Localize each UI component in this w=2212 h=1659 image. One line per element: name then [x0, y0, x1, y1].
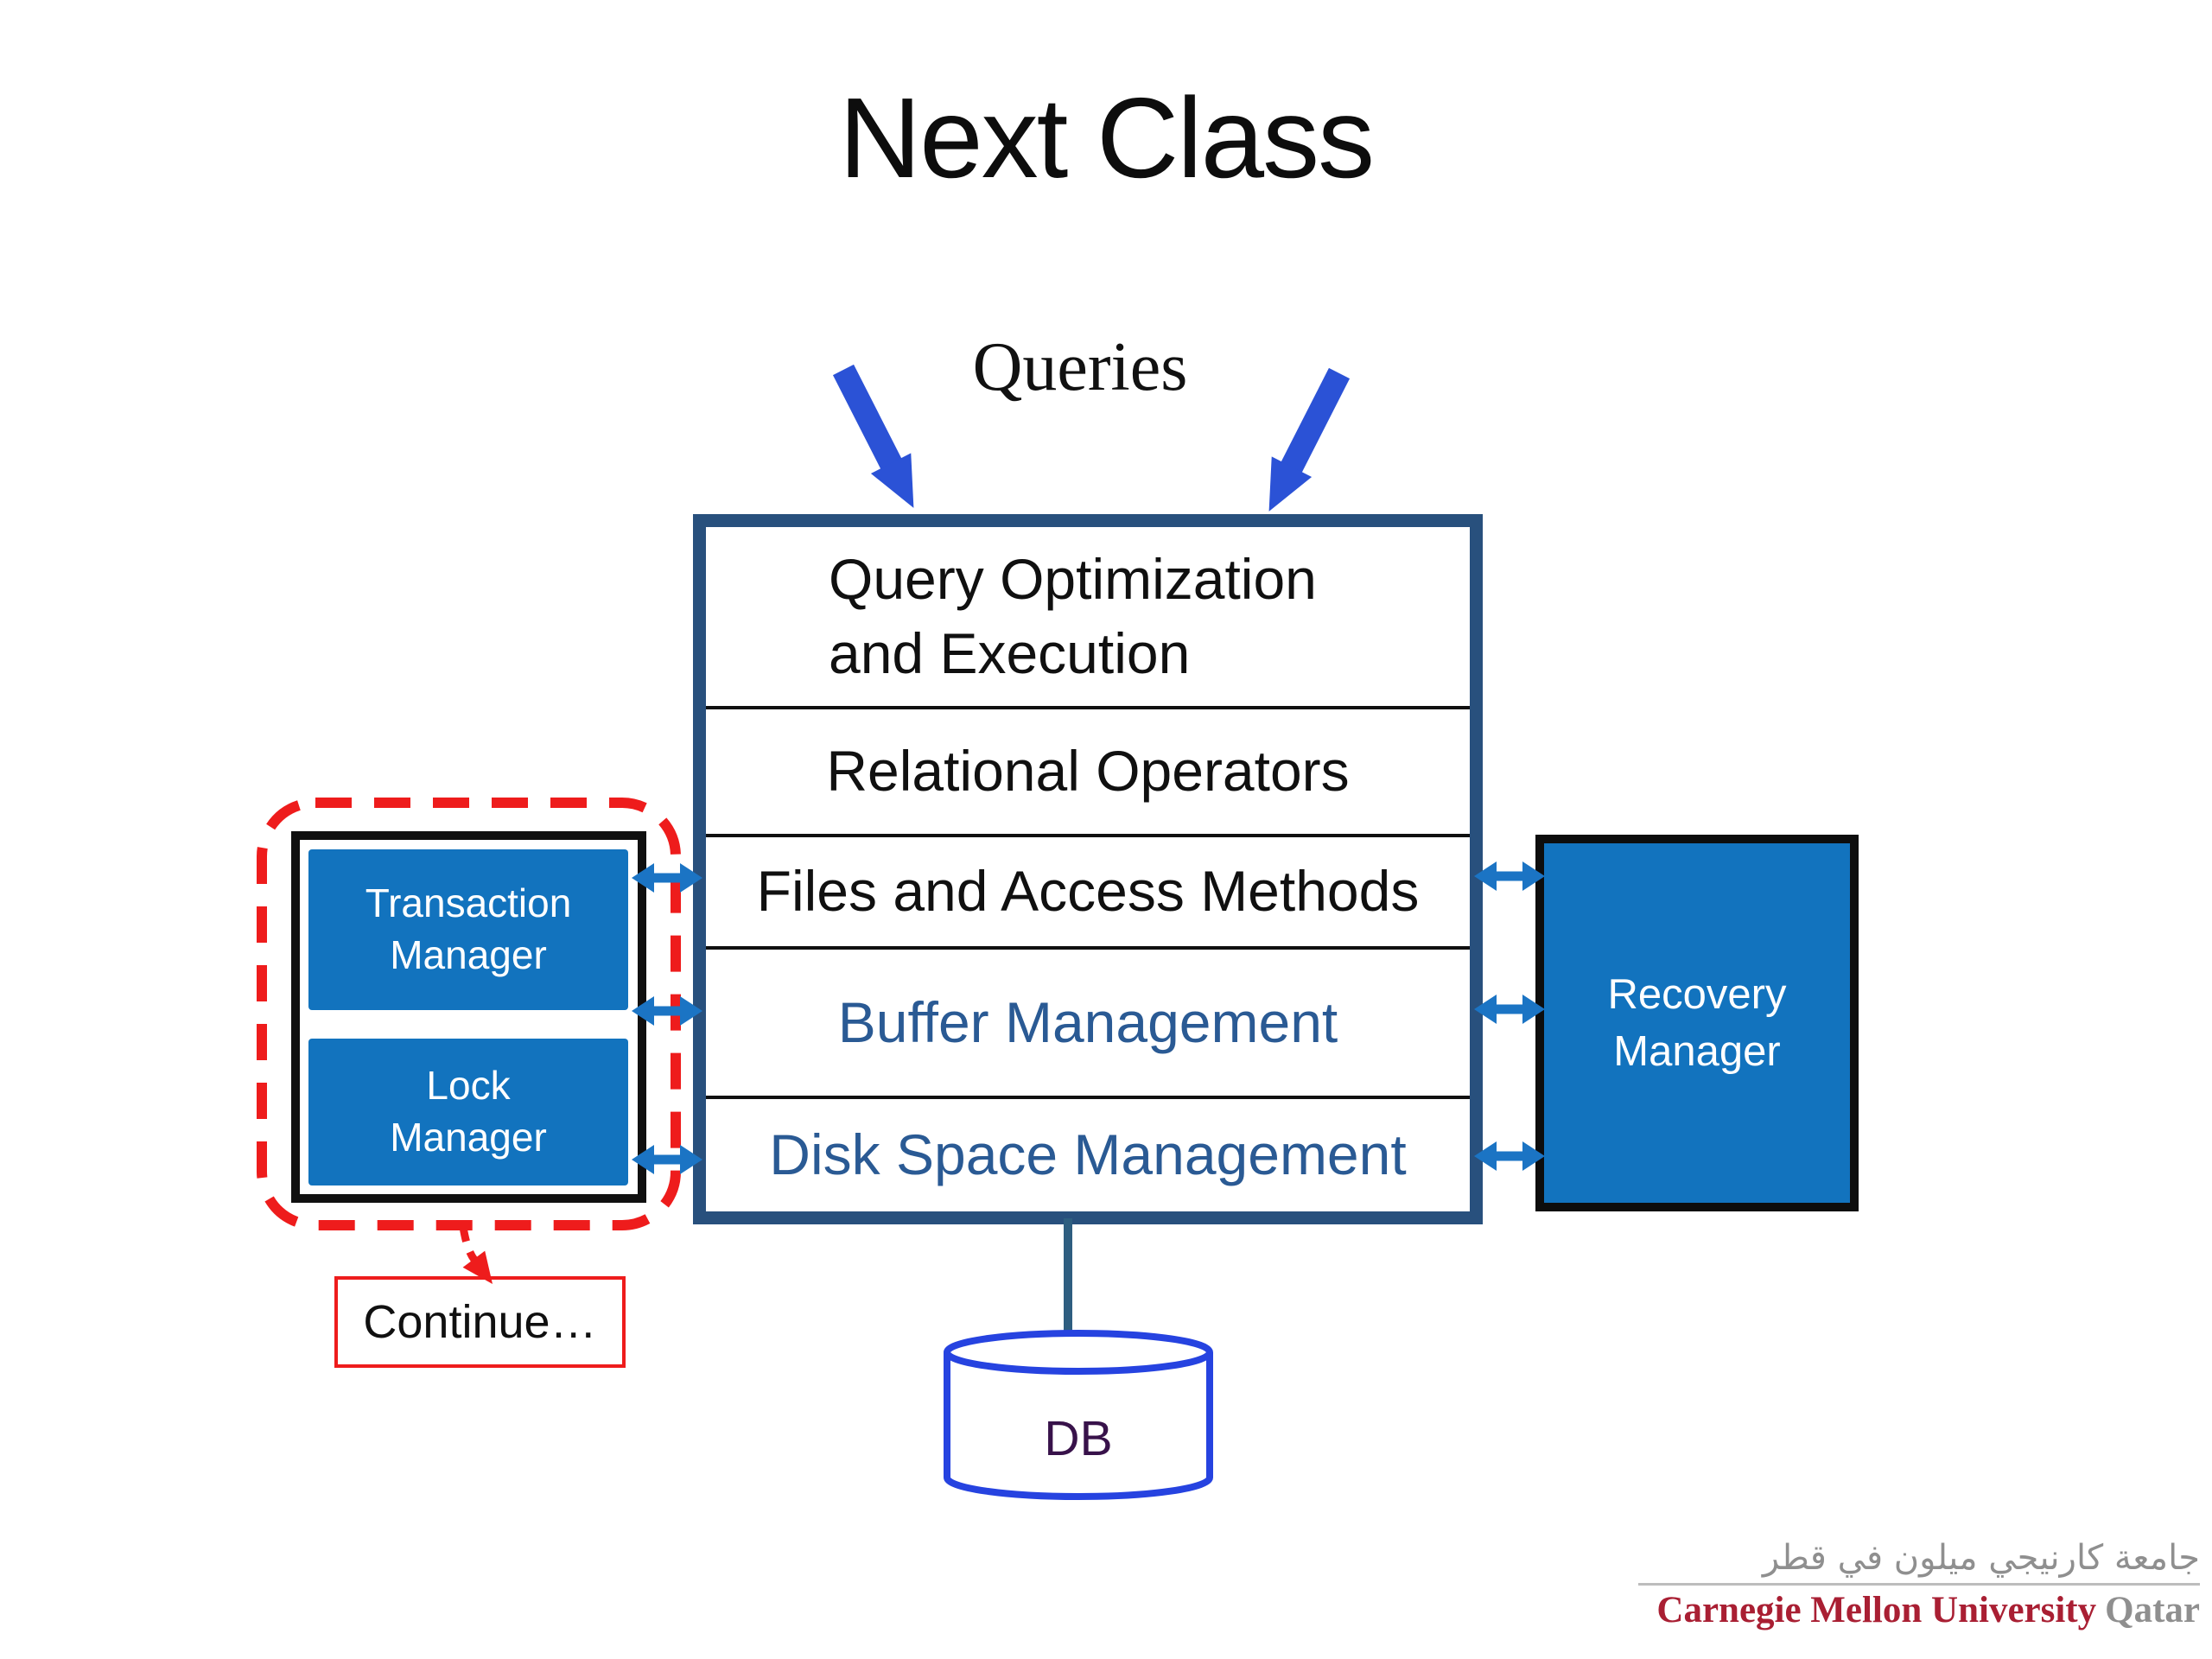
link-arrow-icon [1474, 995, 1545, 1024]
logo-campus: Qatar [2105, 1590, 2200, 1630]
logo-university: Carnegie Mellon University [1656, 1590, 2097, 1630]
continue-box: Continue… [334, 1276, 626, 1368]
link-arrow-icon [1474, 861, 1545, 891]
lock-manager-box: Lock Manager [308, 1039, 628, 1185]
db-label: DB [1044, 1411, 1113, 1466]
stack-layer-files-access-methods: Files and Access Methods [706, 834, 1470, 946]
recovery-manager-box: Recovery Manager [1535, 835, 1859, 1211]
logo-arabic-text: جامعة كارنيجي ميلون في قطر [1762, 1538, 2200, 1578]
stack-layer-query-optimization: Query Optimization and Execution [829, 546, 1317, 685]
link-arrow-icon [1474, 1141, 1545, 1171]
logo-divider [1638, 1583, 2200, 1586]
stack-layer-buffer-management: Buffer Management [706, 946, 1470, 1096]
continue-arrow-icon [459, 1226, 493, 1285]
dbms-stack: Query Optimization and Execution Relatio… [693, 514, 1483, 1224]
queries-label: Queries [972, 329, 1188, 405]
stack-layer-relational-operators: Relational Operators [706, 706, 1470, 834]
cmu-logo: جامعة كارنيجي ميلون في قطر Carnegie Mell… [1638, 1538, 2200, 1631]
page-title: Next Class [838, 74, 1375, 201]
transaction-manager-box: Transaction Manager [308, 849, 628, 1010]
stack-layer-disk-space-management: Disk Space Management [706, 1096, 1470, 1211]
